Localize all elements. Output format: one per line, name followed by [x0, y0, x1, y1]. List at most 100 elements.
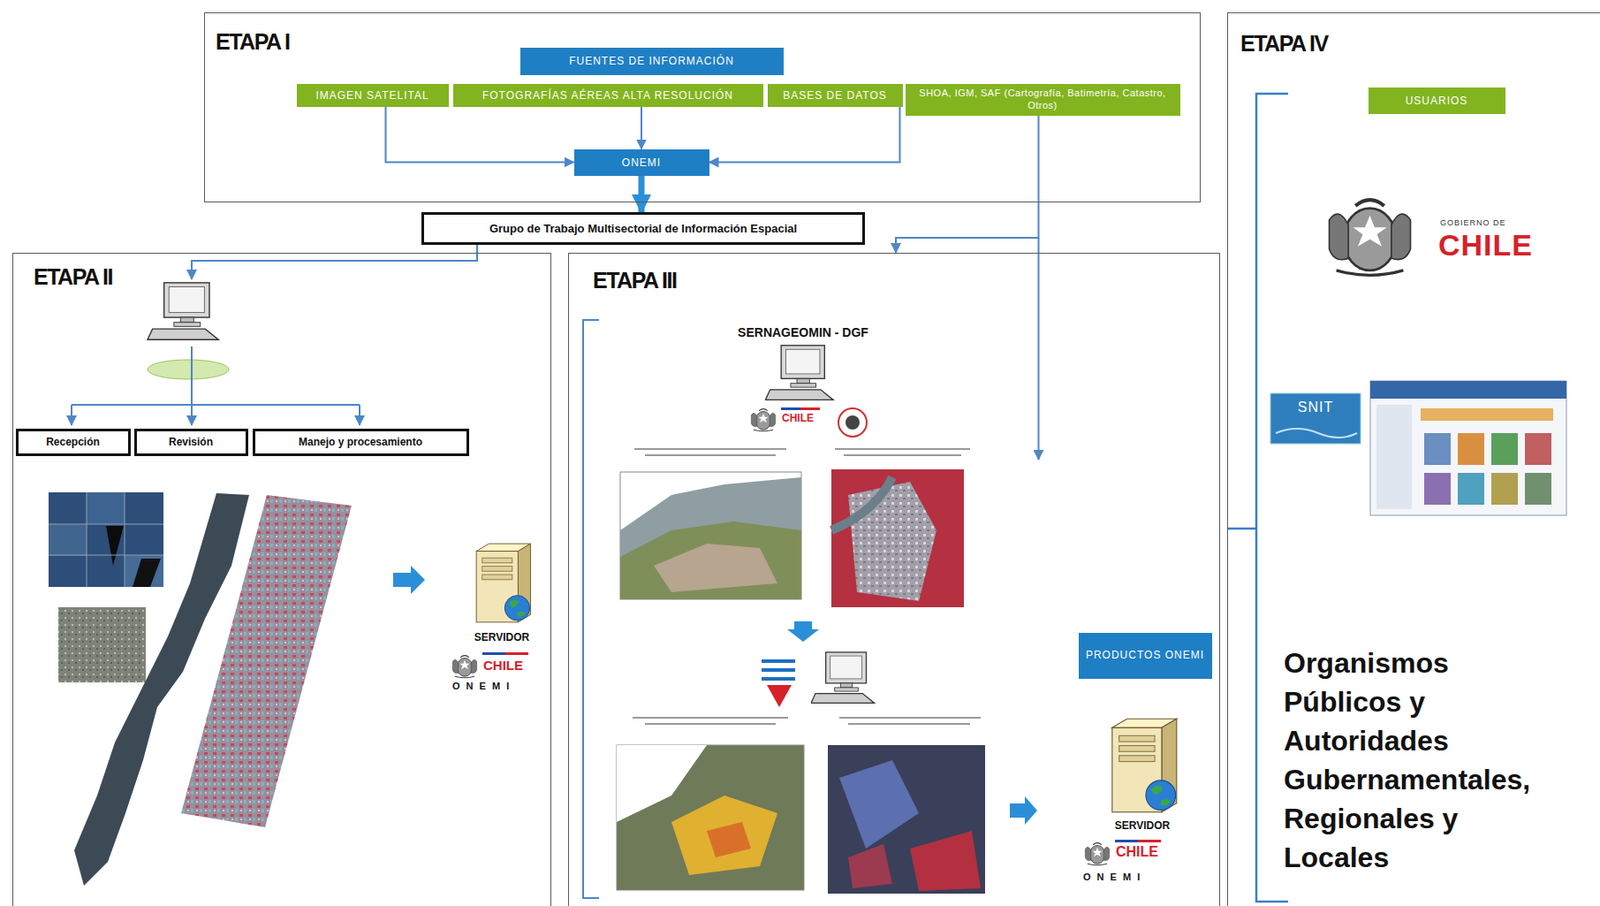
stage-three-art: [1112, 718, 1177, 812]
stage-four-art: [1424, 472, 1451, 505]
stage-three-art: [1137, 839, 1161, 842]
users-text: Organismos Públicos y Autoridades Gubern…: [1283, 643, 1554, 877]
stage-three-art: [620, 471, 802, 600]
logo-text: SNIT: [1297, 399, 1334, 416]
product-box: PRODUCTOS ONEMI: [1078, 632, 1213, 679]
stage-two-art: [71, 346, 360, 405]
stage-four-art: [1270, 393, 1361, 444]
group-box: Grupo de Trabajo Multisectorial de Infor…: [421, 212, 865, 245]
stage-three-art: [831, 469, 964, 607]
stage-three-art: [671, 795, 778, 875]
box-label: Grupo de Trabajo Multisectorial de Infor…: [489, 221, 797, 236]
process-box: Recepción: [15, 428, 131, 456]
stage-four-art: [1420, 408, 1554, 421]
box-label: FUENTES DE INFORMACIÓN: [568, 54, 735, 68]
stage-four-art: [1457, 472, 1485, 505]
stage-four-art: [1228, 93, 1567, 902]
stage-two-art: [132, 558, 161, 587]
stage-four-art: [1370, 380, 1567, 516]
connector: [641, 106, 643, 150]
box-label: USUARIOS: [1405, 94, 1469, 107]
stage-title: ETAPA I: [215, 29, 289, 55]
stage-three-art: [758, 653, 799, 707]
logo-text: CHILE: [781, 411, 814, 425]
box-label: Manejo y procesamiento: [298, 435, 423, 448]
stage-three-art: [800, 407, 820, 410]
source-box: IMAGEN SATELITAL: [296, 83, 449, 107]
stage-two-art: [505, 652, 529, 655]
source-box: SHOA, IGM, SAF (Cartografía, Batimetría,…: [905, 83, 1181, 116]
connector: [895, 115, 1039, 461]
stage-two-art: [70, 404, 73, 425]
agency-label: SERNAGEOMIN - DGF: [737, 325, 869, 340]
stage-three-art: [848, 481, 937, 601]
connector: [640, 106, 643, 150]
stage-two-art: [106, 525, 124, 566]
process-box: Revisión: [134, 428, 249, 456]
logo-text: CHILE: [483, 657, 524, 673]
stage-three-art: [620, 477, 802, 600]
logo-text: CHILE: [1115, 843, 1159, 860]
stage-two-art: [48, 492, 164, 587]
stage-four-art: [1275, 428, 1358, 438]
connector: [709, 106, 901, 163]
connector: [191, 244, 478, 280]
box-label: IMAGEN SATELITAL: [315, 89, 429, 102]
stage-four-art: [1491, 472, 1518, 505]
stage-three-art: [750, 409, 775, 432]
logo-text: O N E M I: [1083, 871, 1142, 882]
stage-four-art: [1329, 199, 1411, 275]
stage-four-art: [1524, 432, 1552, 465]
connector: [895, 115, 1039, 254]
users-box: USUARIOS: [1368, 87, 1506, 114]
stage-two-art: [124, 554, 164, 587]
stage-three-art: [634, 448, 971, 455]
stage-title: ETAPA IV: [1240, 30, 1328, 57]
box-label: ONEMI: [621, 156, 661, 169]
stage-three-art: [909, 830, 981, 891]
stage-two-art: [181, 494, 352, 827]
stage-two-art: [482, 652, 506, 655]
stage-three-art: [583, 319, 600, 898]
stage-title: ETAPA II: [33, 264, 113, 290]
stage-three-art: [811, 652, 875, 704]
connector: [191, 244, 478, 280]
stage-three-art: [706, 821, 751, 857]
stage-three-art: [848, 843, 893, 888]
stage-two-art: [48, 492, 164, 587]
stage-title: ETAPA III: [592, 267, 676, 294]
stage-panel: ETAPA II RecepciónRevisión Manejo y proces…: [12, 252, 552, 906]
agency-box: ONEMI: [574, 149, 710, 176]
stage-three-art: [781, 407, 801, 410]
stage-three-art: [1009, 796, 1038, 825]
logo-text: GOBIERNO DE: [1440, 218, 1507, 228]
box-label: PRODUCTOS ONEMI: [1085, 648, 1205, 661]
process-box: Manejo y procesamiento: [252, 428, 470, 456]
connector: [709, 106, 901, 163]
stage-three-art: [845, 415, 860, 430]
stage-two-art: [58, 606, 146, 683]
box-label: BASES DE DATOS: [782, 89, 888, 102]
stage-two-art: [86, 492, 125, 524]
stage-four-art: [1228, 93, 1289, 902]
connector: [386, 106, 575, 163]
server-label: SERVIDOR: [1114, 818, 1170, 832]
stage-four-art: [1457, 432, 1485, 465]
stage-three-art: [653, 543, 778, 592]
stage-four-art: [1370, 380, 1567, 399]
stage-three-art: [839, 759, 919, 849]
stage-three-art: [1084, 842, 1109, 865]
stage-two-art: [147, 359, 229, 380]
stage-two-art: [393, 565, 425, 594]
server-label: SERVIDOR: [474, 630, 530, 644]
connector: [641, 175, 643, 213]
stage-three-art: [787, 621, 819, 642]
stage-three-art: [620, 521, 802, 600]
stage-four-art: [1491, 432, 1518, 465]
header-box: FUENTES DE INFORMACIÓN: [520, 47, 784, 76]
box-label: FOTOGRAFÍAS AÉREAS ALTA RESOLUCIÓN: [482, 89, 734, 102]
stage-four-art: [1524, 472, 1552, 505]
stage-two-art: [48, 282, 531, 886]
stage-three-art: [1114, 839, 1138, 842]
stage-three-art: [758, 653, 799, 707]
